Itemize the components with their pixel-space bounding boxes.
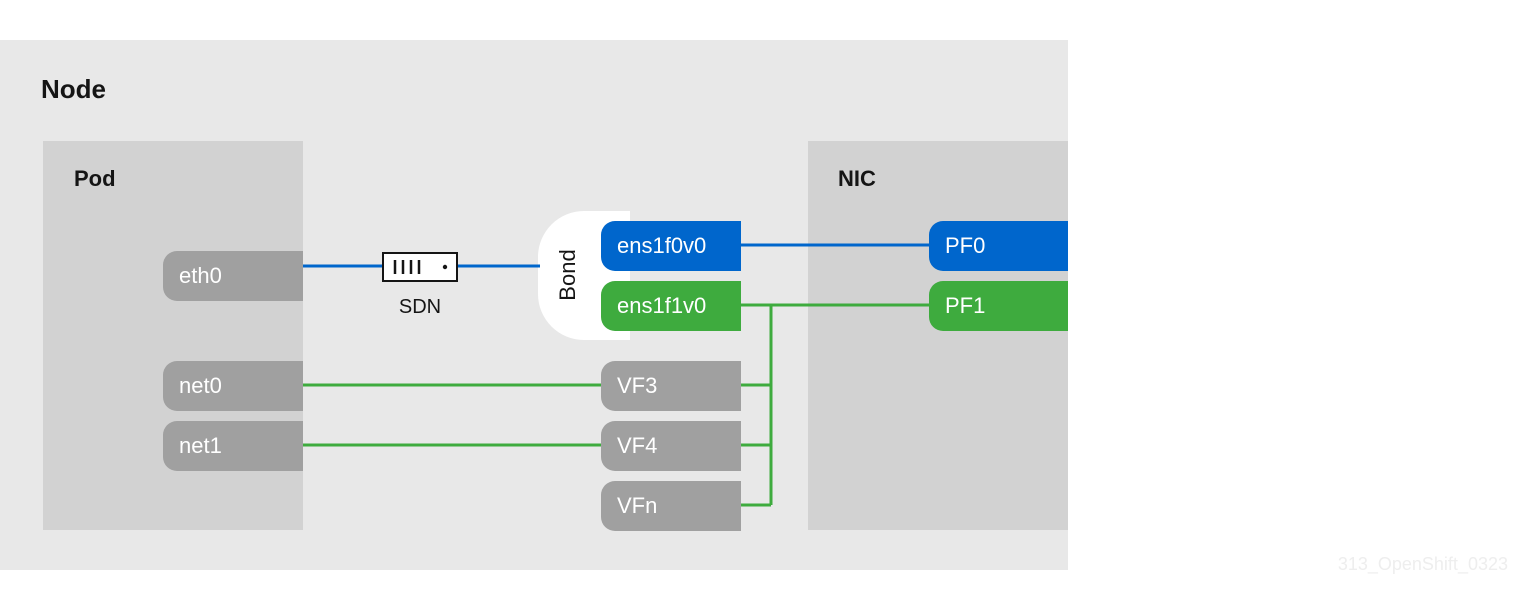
nic-pf1: PF1: [929, 281, 1068, 331]
nic-pf0: PF0: [929, 221, 1068, 271]
node-title: Node: [41, 74, 106, 104]
nic-title: NIC: [838, 166, 876, 191]
vf-vfn: VFn: [601, 481, 741, 531]
bond-member-ens1f1v0: ens1f1v0: [601, 281, 741, 331]
nic-container: [808, 141, 1068, 530]
bond-member-ens1f0v0: ens1f0v0: [601, 221, 741, 271]
pod-interface-net1: net1: [163, 421, 303, 471]
pod-title: Pod: [74, 166, 116, 191]
pod-interface-net0: net0: [163, 361, 303, 411]
watermark: 313_OpenShift_0323: [1337, 554, 1508, 574]
vf-vf4: VF4: [601, 421, 741, 471]
pod-interface-eth0: eth0: [163, 251, 303, 301]
sdn-label: SDN: [398, 296, 442, 318]
vf-vf3: VF3: [601, 361, 741, 411]
sdn-switch-icon: [382, 252, 458, 282]
